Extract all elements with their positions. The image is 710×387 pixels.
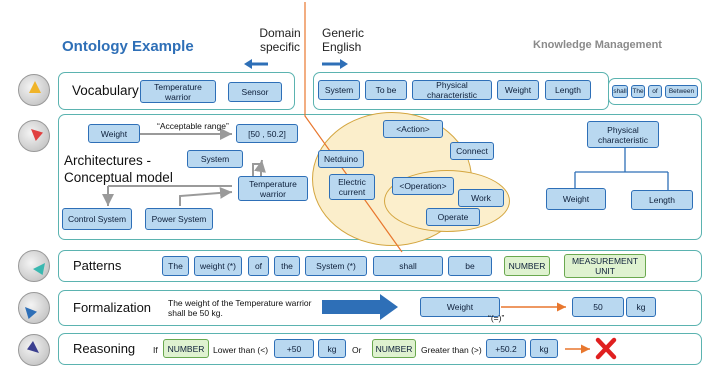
arch-temperature-warrior: Temperature warrior [238, 176, 308, 201]
vocab-sensor: Sensor [228, 82, 282, 102]
arch-operate: Operate [426, 208, 480, 226]
vocab-length: Length [545, 80, 591, 100]
arch-work: Work [458, 189, 504, 207]
patterns-sticker-icon [18, 250, 50, 282]
arch-weight: Weight [88, 124, 140, 143]
pattern-the-2: the [274, 256, 300, 276]
reasoning-or: Or [352, 345, 362, 355]
arch-physical-characteristic: Physical characteristic [587, 121, 659, 148]
vocabulary-label: Vocabulary [72, 83, 139, 98]
pattern-measurement-unit: MEASUREMENT UNIT [564, 254, 646, 278]
vocab-to-be: To be [365, 80, 407, 100]
arch-pc-weight: Weight [546, 188, 606, 210]
formalization-label: Formalization [73, 300, 152, 315]
vocab-physical-characteristic: Physical characteristic [412, 80, 492, 100]
pattern-number: NUMBER [504, 256, 550, 276]
generic-english-label: Generic English [322, 26, 365, 54]
arch-action: <Action> [383, 120, 443, 138]
ontology-sticker-icon [18, 74, 50, 106]
reasoning-sticker-icon [18, 334, 50, 366]
vocab-temperature-warrior: Temperature warrior [140, 80, 216, 103]
arch-pc-length: Length [631, 190, 693, 210]
reasoning-label: Reasoning [73, 341, 136, 356]
reasoning-value-1: +50 [274, 339, 314, 358]
architecture-label: Architectures - Conceptual model [64, 153, 173, 185]
page-title: Ontology Example [62, 38, 194, 55]
arch-system: System [187, 150, 243, 168]
vocab-shall: shall [612, 85, 628, 98]
reasoning-number-2: NUMBER [372, 339, 416, 358]
vocab-of: of [648, 85, 662, 98]
formalization-sticker-icon [18, 292, 50, 324]
arch-electric-current: Electric current [329, 174, 375, 200]
formalization-equals: “(=)” [488, 313, 505, 323]
acceptable-range-label: “Acceptable range” [157, 121, 229, 131]
pattern-shall: shall [373, 256, 443, 276]
vocab-weight: Weight [497, 80, 539, 100]
vocab-between: Between [665, 85, 698, 98]
cross-icon [595, 337, 617, 360]
reasoning-if: If [153, 345, 158, 355]
formalization-sentence: The weight of the Temperature warrior sh… [168, 298, 312, 318]
reasoning-value-2: +50.2 [486, 339, 526, 358]
patterns-label: Patterns [73, 258, 122, 273]
formalization-value: 50 [572, 297, 624, 317]
pattern-the: The [162, 256, 189, 276]
reasoning-unit-1: kg [318, 339, 346, 358]
reasoning-greater-than: Greater than (>) [421, 345, 482, 355]
pattern-be: be [448, 256, 492, 276]
arch-netduino: Netduino [318, 150, 364, 168]
arch-connect: Connect [450, 142, 494, 160]
formalization-unit: kg [626, 297, 656, 317]
vocab-system: System [318, 80, 360, 100]
reasoning-lower-than: Lower than (<) [213, 345, 269, 355]
arch-power-system: Power System [145, 208, 213, 230]
knowledge-management-label: Knowledge Management [533, 39, 662, 51]
vocab-the: The [631, 85, 645, 98]
reasoning-unit-2: kg [530, 339, 558, 358]
arch-control-system: Control System [62, 208, 132, 230]
reasoning-number-1: NUMBER [163, 339, 209, 358]
formalization-weight: Weight [420, 297, 500, 317]
domain-specific-label: Domain specific [259, 26, 301, 54]
architecture-sticker-icon [18, 120, 50, 152]
pattern-of: of [248, 256, 269, 276]
arch-range-value: [50 , 50.2] [236, 124, 298, 143]
pattern-system: System (*) [305, 256, 367, 276]
pattern-weight: weight (*) [194, 256, 242, 276]
arch-operation: <Operation> [392, 177, 454, 195]
